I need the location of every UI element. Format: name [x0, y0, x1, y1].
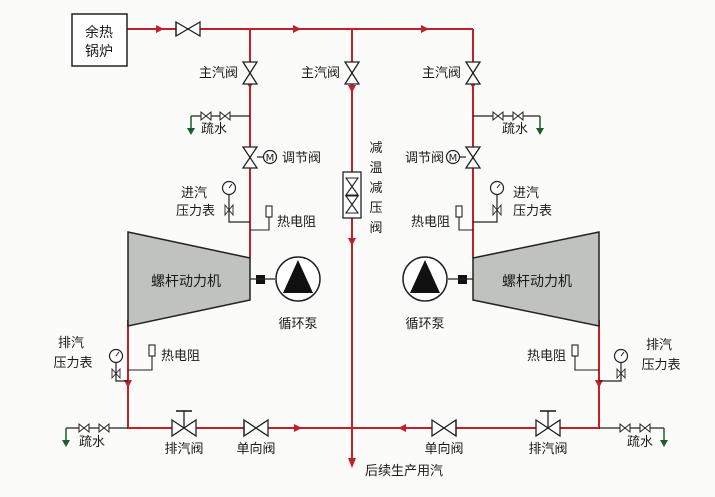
right-inlet-pressure-gauge: 进汽 压力表: [473, 180, 552, 223]
left-exhaust-valve-label: 排汽阀: [164, 442, 203, 457]
flow-arrow: [348, 458, 356, 468]
right-top-rtd: 热电阻: [411, 205, 473, 231]
flow-arrow: [124, 380, 132, 388]
right-pump-label: 循环泵: [405, 317, 444, 332]
right-top-drain-label: 疏水: [502, 122, 528, 137]
right-inlet-gauge-label-2: 压力表: [513, 204, 552, 219]
desuperheat-pressure-reducing-valve: [342, 171, 362, 219]
flow-arrow: [595, 380, 603, 388]
left-exhaust-pipe: [127, 320, 352, 429]
motor-symbol: M: [449, 153, 458, 164]
right-screw-expander: 螺杆动力机: [472, 231, 600, 327]
prv-char: 压: [369, 201, 382, 216]
left-pump-label: 循环泵: [278, 317, 317, 332]
outlet-label: 后续生产用汽: [365, 464, 443, 479]
flow-arrow: [421, 25, 429, 33]
main-valve-mid-label: 主汽阀: [301, 66, 340, 81]
right-check-valve: 单向阀: [424, 418, 464, 457]
prv-label: 减 温 减 压 阀: [369, 141, 382, 236]
left-check-valve-label: 单向阀: [236, 441, 275, 457]
left-bottom-drain: 疏水: [62, 422, 128, 450]
left-inlet-pressure-gauge: 进汽 压力表: [176, 180, 250, 223]
left-exhaust-gauge-label-1: 排汽: [58, 336, 84, 351]
right-exhaust-pipe: [352, 320, 600, 429]
left-inlet-gauge-label-1: 进汽: [181, 186, 207, 201]
right-bottom-rtd: 热电阻: [527, 344, 599, 371]
right-inlet-gauge-label-1: 进汽: [513, 186, 539, 201]
left-exhaust-pressure-gauge: 排汽 压力表: [53, 336, 128, 382]
right-exhaust-pressure-gauge: 排汽 压力表: [599, 338, 681, 382]
left-top-drain: 疏水: [187, 110, 250, 137]
right-reg-valve-label: 调节阀: [405, 151, 444, 166]
right-circulation-pump-icon: [402, 256, 448, 302]
left-circulation-pump-icon: [275, 256, 321, 302]
motor-symbol: M: [266, 153, 275, 164]
right-exhaust-valve: 排汽阀: [528, 410, 568, 457]
flow-arrow: [156, 25, 164, 33]
left-check-valve: 单向阀: [236, 418, 276, 457]
left-screw-expander-label: 螺杆动力机: [151, 274, 221, 290]
right-exhaust-gauge-label-1: 排汽: [646, 338, 672, 353]
boiler-label-line2: 锅炉: [85, 44, 113, 60]
flow-arrow: [293, 25, 301, 33]
pipe-network: [126, 28, 600, 462]
right-exhaust-valve-label: 排汽阀: [528, 442, 567, 457]
left-top-rtd-label: 热电阻: [277, 215, 316, 230]
right-top-rtd-label: 热电阻: [411, 215, 450, 230]
left-regulating-valve: M 调节阀: [241, 146, 321, 169]
right-screw-expander-label: 螺杆动力机: [502, 274, 572, 290]
left-reg-valve-label: 调节阀: [282, 151, 321, 166]
left-top-drain-label: 疏水: [201, 122, 227, 137]
left-bottom-drain-label: 疏水: [79, 435, 105, 450]
left-exhaust-gauge-label-2: 压力表: [53, 356, 92, 371]
right-bottom-drain-label: 疏水: [627, 435, 653, 450]
main-valve-right-label: 主汽阀: [422, 66, 461, 81]
left-exhaust-valve: 排汽阀: [164, 410, 204, 457]
prv-char: 减: [369, 141, 382, 156]
right-check-valve-label: 单向阀: [424, 441, 463, 457]
flow-arrow: [348, 85, 356, 93]
flow-arrows: [124, 25, 603, 468]
boiler-label-line1: 余热: [85, 24, 113, 41]
right-exhaust-gauge-label-2: 压力表: [641, 358, 680, 373]
prv-char: 温: [369, 161, 382, 176]
left-top-rtd: 热电阻: [250, 205, 316, 231]
main-valve-left-label: 主汽阀: [199, 66, 238, 81]
main-valve-right-icon: [464, 61, 482, 85]
right-bottom-rtd-label: 热电阻: [527, 349, 566, 364]
flow-arrow: [348, 238, 356, 246]
main-valve-left-icon: [241, 61, 259, 85]
right-regulating-valve: M 调节阀: [405, 146, 482, 169]
main-valve-mid-icon: [343, 61, 361, 85]
flow-arrow: [398, 424, 406, 432]
right-bottom-drain: 疏水: [599, 422, 668, 450]
waste-heat-boiler: 余热 锅炉: [71, 13, 128, 67]
left-bottom-rtd-label: 热电阻: [161, 349, 200, 364]
left-bottom-rtd: 热电阻: [128, 344, 200, 371]
prv-char: 阀: [369, 221, 382, 236]
header-gate-valve: [175, 20, 201, 38]
left-screw-expander: 螺杆动力机: [127, 231, 251, 327]
right-top-drain: 疏水: [473, 110, 544, 137]
left-inlet-gauge-label-2: 压力表: [176, 204, 215, 219]
flow-arrow: [294, 424, 302, 432]
prv-char: 减: [369, 181, 382, 196]
